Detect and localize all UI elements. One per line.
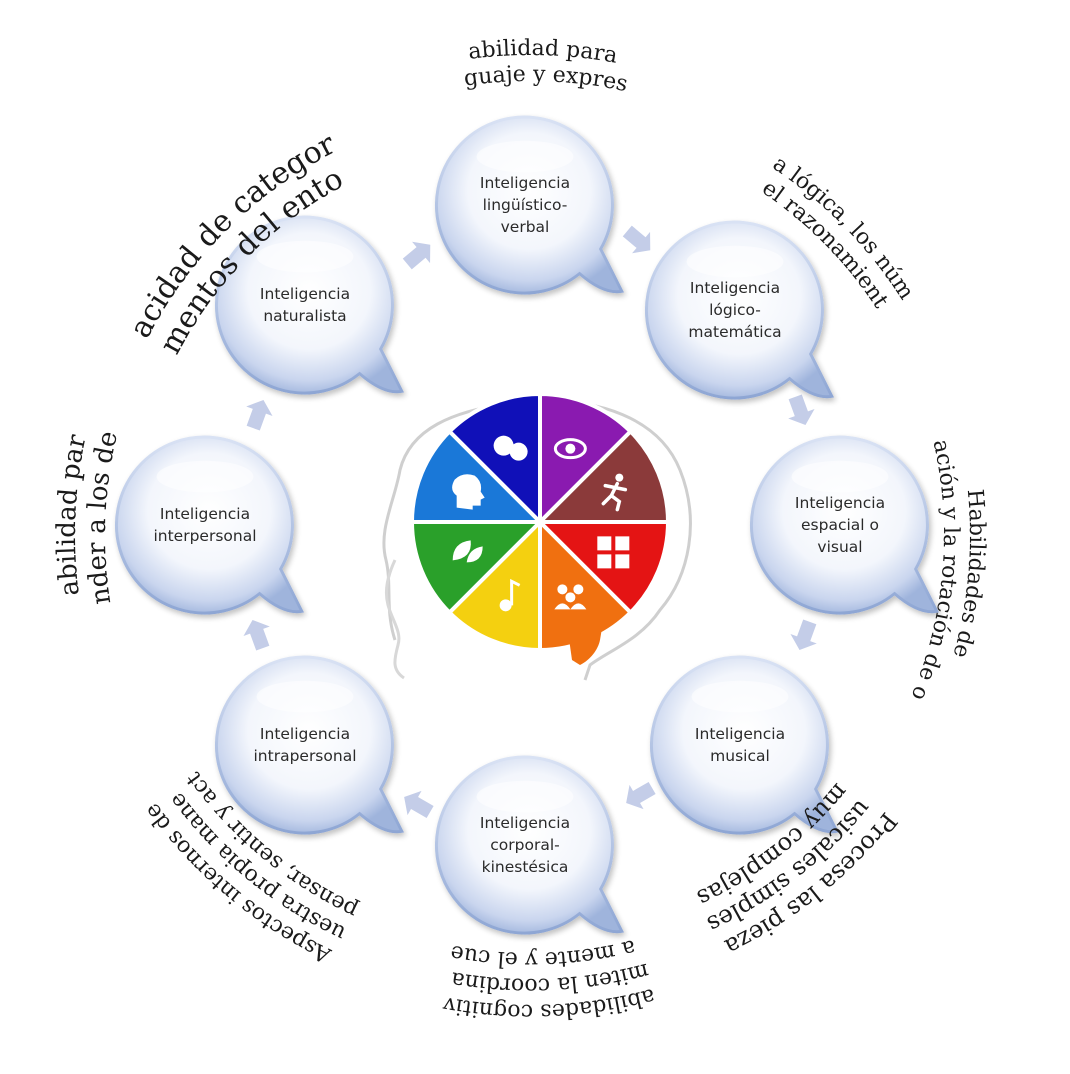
intelligence-label-line: espacial o xyxy=(801,516,879,534)
bubble-highlight xyxy=(156,460,254,493)
bubble-logical-mathematical: Inteligencia lógico-matemática xyxy=(645,220,835,400)
description-text: Habilidad para ellenguaje y expresión xyxy=(0,0,630,97)
brain-head-graphic xyxy=(382,391,692,681)
brain-segment xyxy=(446,391,542,527)
intelligence-label-line: Inteligencia xyxy=(260,285,350,303)
bubble-spatial-visual: Inteligencia espacial o visual xyxy=(750,435,940,615)
bubble-highlight xyxy=(476,140,574,173)
cycle-arrow xyxy=(622,225,651,254)
intelligence-label-line: matemática xyxy=(688,323,781,341)
intelligence-label-line: verbal xyxy=(501,218,550,236)
bubble-highlight xyxy=(686,245,784,278)
intelligence-label-line: musical xyxy=(710,747,770,765)
bubble-bodily-kinesthetic: Inteligencia corporal-kinestésica xyxy=(435,755,625,935)
intelligence-label-line: naturalista xyxy=(263,307,346,325)
description-line: Habilidad para xyxy=(0,0,93,597)
brain-segment xyxy=(538,391,634,527)
bubble-highlight xyxy=(476,780,574,813)
intelligence-label-line: lingüístico- xyxy=(483,196,568,214)
brain-segment xyxy=(409,520,545,616)
bubble-naturalist: Inteligencia naturalista xyxy=(215,215,405,395)
leaf-icon xyxy=(452,540,483,563)
intelligence-label-line: Inteligencia xyxy=(795,494,885,512)
calculator-icon xyxy=(597,536,630,569)
brain-segment xyxy=(535,428,671,524)
intelligence-label-line: Inteligencia xyxy=(695,725,785,743)
intelligence-label-line: visual xyxy=(817,538,862,556)
intelligence-label-line: Inteligencia xyxy=(160,505,250,523)
music-note-icon xyxy=(499,578,521,612)
intelligence-label-line: kinestésica xyxy=(482,858,569,876)
cycle-arrow xyxy=(790,619,817,651)
cycle-arrow xyxy=(246,399,273,431)
brain-segment xyxy=(409,428,545,524)
intelligence-label-line: corporal- xyxy=(490,836,559,854)
cycle-arrow xyxy=(788,394,815,426)
cycle-arrow xyxy=(404,790,434,819)
bubble-highlight xyxy=(691,680,789,713)
intelligence-label-line: Inteligencia xyxy=(480,174,570,192)
brain-segment xyxy=(446,517,542,653)
intelligence-label-line: Inteligencia xyxy=(260,725,350,743)
bubble-highlight xyxy=(256,680,354,713)
running-person-icon xyxy=(601,473,628,512)
brain-segment xyxy=(535,520,671,616)
language-icon xyxy=(493,435,528,461)
cycle-arrow xyxy=(402,241,431,270)
bubble-highlight xyxy=(791,460,889,493)
intelligence-label-line: Inteligencia xyxy=(690,279,780,297)
eye-icon xyxy=(553,438,587,460)
brain-stem xyxy=(565,610,605,665)
intelligence-label-line: interpersonal xyxy=(153,527,256,545)
description-line: Habilidad para el xyxy=(0,0,627,70)
description-text: Habilidad paraentender a los demás xyxy=(0,0,124,606)
cycle-arrow xyxy=(243,619,270,651)
intelligence-label-line: Inteligencia xyxy=(480,814,570,832)
intelligence-label-line: lógico- xyxy=(709,301,761,319)
bubble-highlight xyxy=(256,240,354,273)
cycle-arrow xyxy=(626,781,656,810)
face-profile xyxy=(384,559,405,680)
intelligence-label-line: intrapersonal xyxy=(253,747,356,765)
bubble-intrapersonal: Inteligencia intrapersonal xyxy=(215,655,405,835)
group-people-icon xyxy=(554,584,587,610)
bubble-interpersonal: Inteligencia interpersonal xyxy=(115,435,305,615)
bubble-musical: Inteligencia musical xyxy=(650,655,840,835)
bubble-linguistic-verbal: Inteligencia lingüístico-verbal xyxy=(435,115,625,295)
cycle-arrows xyxy=(243,225,817,819)
head-profile-icon xyxy=(452,474,485,510)
